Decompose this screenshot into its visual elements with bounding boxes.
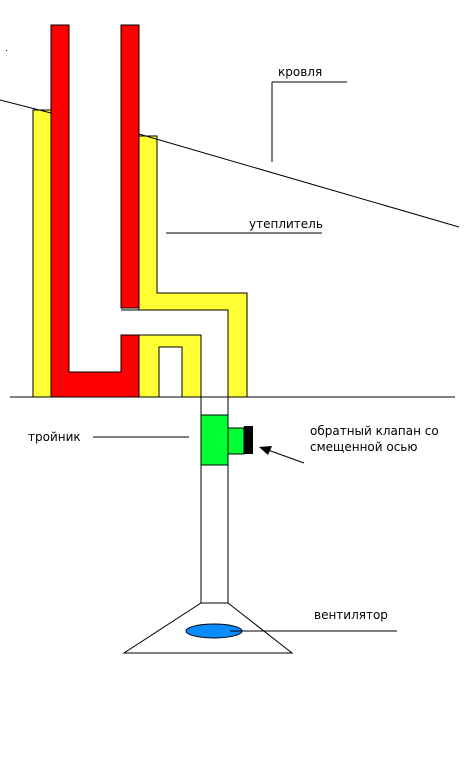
insulation-label: утеплитель [249, 217, 323, 231]
tee-label: тройник [28, 430, 81, 444]
roof-line-right [138, 133, 460, 228]
valve-label-line2: смещенной осью [310, 440, 418, 454]
inner-opening [158, 346, 183, 398]
insulation-left-layer [32, 109, 52, 398]
duct-outline [121, 309, 229, 397]
tee-fitting [200, 414, 229, 466]
check-valve-cap [244, 426, 253, 454]
valve-label-line1: обратный клапан со [310, 424, 439, 438]
valve-leader [267, 449, 305, 464]
roof-label: кровля [278, 65, 323, 79]
stray-dot [6, 50, 7, 51]
check-valve-body [227, 427, 245, 455]
valve-arrow-head [259, 446, 272, 455]
roof-line-left [0, 99, 52, 114]
fan-label: вентилятор [314, 608, 388, 622]
chimney-brick-right [120, 24, 140, 309]
